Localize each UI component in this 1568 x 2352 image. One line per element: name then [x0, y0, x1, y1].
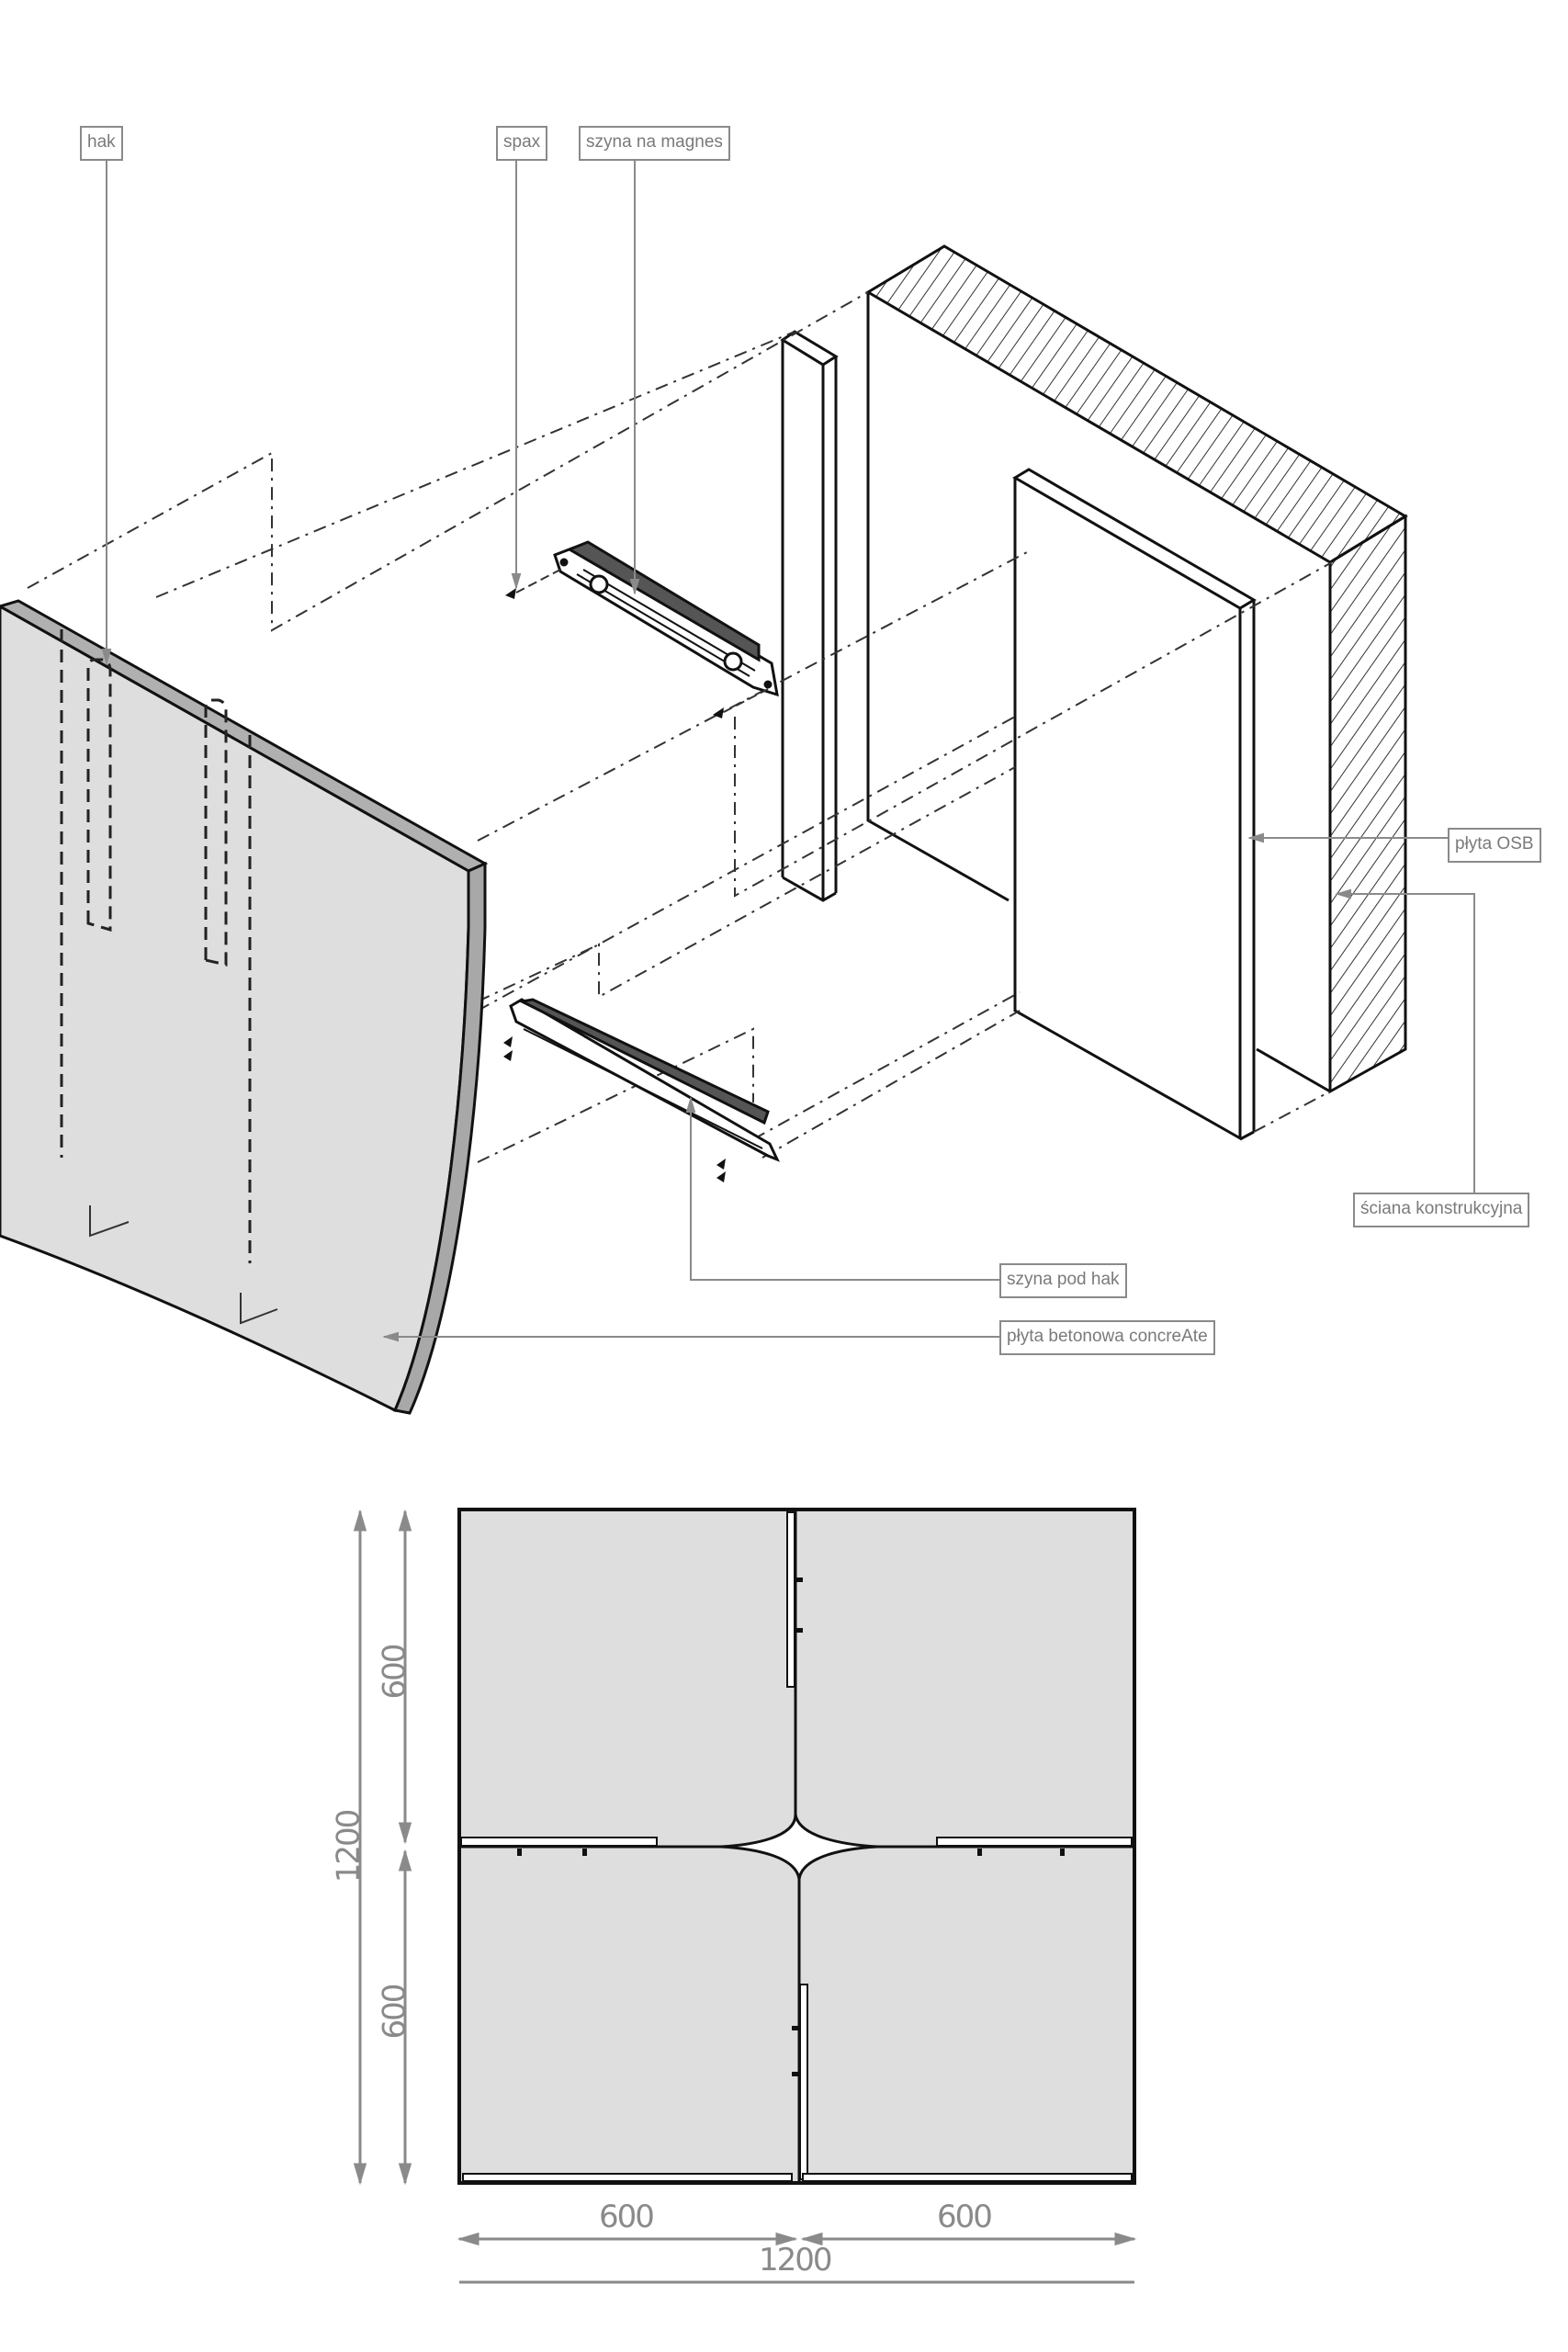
dim-width-left: 600 — [599, 2199, 655, 2235]
callout-spax: spax — [496, 126, 548, 161]
dim-height-bottom: 600 — [376, 1984, 413, 2040]
callout-concrete-panel: płyta betonowa concreAte — [999, 1320, 1215, 1355]
dim-height-total: 1200 — [330, 1810, 367, 1883]
callout-magnet-rail: szyna na magnes — [579, 126, 730, 161]
hook-rail — [509, 998, 780, 1162]
callout-structural-wall: ściana konstrukcyjna — [1353, 1193, 1530, 1227]
concrete-panel — [0, 599, 489, 1415]
spax-screw-icon — [505, 569, 769, 718]
callout-osb-board: płyta OSB — [1448, 828, 1541, 863]
vertical-batten — [780, 330, 839, 902]
osb-board — [1012, 468, 1257, 1141]
dim-width-right: 600 — [937, 2199, 993, 2235]
callout-hak: hak — [80, 126, 123, 161]
structural-wall — [865, 244, 1408, 1094]
projection-lines — [27, 291, 1333, 1163]
plan-view — [457, 1508, 1136, 2185]
hook-rail-screws-icon — [503, 1036, 726, 1182]
dimension-lines — [353, 1509, 1137, 2284]
callout-hook-rail: szyna pod hak — [999, 1263, 1127, 1298]
leader-lines — [101, 161, 1475, 1342]
dim-height-top: 600 — [376, 1645, 413, 1700]
dim-width-total: 1200 — [759, 2242, 833, 2278]
magnet-rail — [553, 540, 779, 697]
